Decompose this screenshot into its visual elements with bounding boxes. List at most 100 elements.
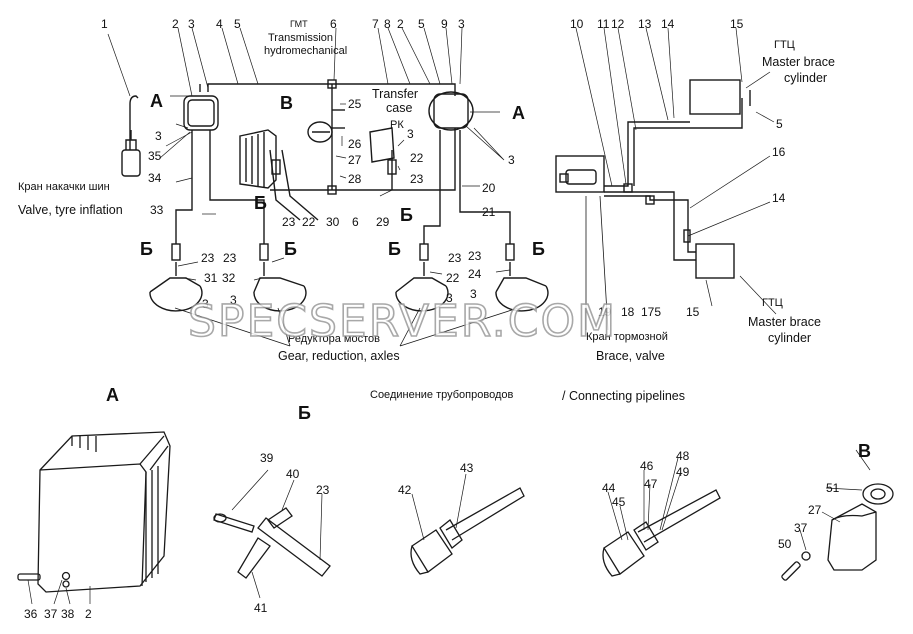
view-B-tube-23 <box>257 517 331 577</box>
brake-pipe-3 <box>604 195 696 253</box>
label-20: 20 <box>482 181 496 195</box>
label-37b: 37 <box>794 521 808 535</box>
view-A-bolt <box>17 573 41 581</box>
label-24: 24 <box>468 267 482 281</box>
label-36: 36 <box>24 607 38 621</box>
fitting-43-tube <box>445 487 525 541</box>
regulator-B <box>307 121 333 143</box>
label-40: 40 <box>286 467 300 481</box>
transfer-case-body <box>369 127 395 163</box>
label-42: 42 <box>398 483 412 497</box>
pipeline-right-down-1 <box>423 130 441 244</box>
brake-fitting-18 <box>645 195 655 205</box>
label-38: 38 <box>61 607 75 621</box>
label-43: 43 <box>460 461 474 475</box>
pipeline-right-down-2 <box>459 130 511 244</box>
label-45: 45 <box>612 495 626 509</box>
reducer-label-en: Gear, reduction, axles <box>278 349 400 363</box>
connecting-title-ru: Соединение трубопроводов <box>370 389 514 401</box>
label-29: 29 <box>376 215 390 229</box>
label-19: 19 <box>598 305 612 319</box>
label-3h: 3 <box>446 291 453 305</box>
pipeline-bottom-cross <box>270 128 456 191</box>
view-B-strap-41 <box>237 537 271 579</box>
master-top-2: cylinder <box>784 71 828 85</box>
master-bottom-1: Master brace <box>748 315 821 329</box>
leader-brake-valve <box>585 195 609 331</box>
view-V-gasket-51 <box>862 483 894 505</box>
label-21: 21 <box>482 205 496 219</box>
fitting-23-e <box>419 243 429 261</box>
label-31: 31 <box>204 271 218 285</box>
view-A-filter-body <box>37 431 171 593</box>
unit-A-left <box>183 95 219 131</box>
brake-valve-ru: Кран тормозной <box>586 331 668 343</box>
label-3: 3 <box>188 17 195 31</box>
label-3i: 3 <box>470 287 477 301</box>
fitting-23-d <box>259 243 269 261</box>
section-B-marker-2: Б <box>400 205 413 225</box>
watermark: SPECSERVER.COM <box>187 295 618 348</box>
label-48: 48 <box>676 449 690 463</box>
label-35: 35 <box>148 149 162 163</box>
fitting-23-c <box>171 243 181 261</box>
label-6-bottom: 6 <box>352 215 359 229</box>
brake-fitting-11 <box>623 183 633 193</box>
label-3b: 3 <box>458 17 465 31</box>
view-V-cap-27 <box>827 503 877 571</box>
section-B-marker-5: Б <box>388 239 401 259</box>
label-34: 34 <box>148 171 162 185</box>
section-B-marker-4: Б <box>284 239 297 259</box>
label-23f: 23 <box>468 249 482 263</box>
label-16: 16 <box>772 145 786 159</box>
label-30: 30 <box>326 215 340 229</box>
label-32: 32 <box>222 271 236 285</box>
label-50: 50 <box>778 537 792 551</box>
section-V-marker: В <box>280 93 293 113</box>
unit-A-right-ring <box>428 91 474 131</box>
label-23d: 23 <box>223 251 237 265</box>
tee-6-top <box>327 79 337 89</box>
label-27b: 27 <box>808 503 822 517</box>
fitting-23-a <box>271 159 281 175</box>
brake-fitting-14 <box>683 229 691 243</box>
label-1: 1 <box>101 17 108 31</box>
section-B-marker-6: Б <box>532 239 545 259</box>
label-28: 28 <box>348 172 362 186</box>
label-27: 27 <box>348 153 362 167</box>
gtc-label-top: ГТЦ <box>774 39 795 51</box>
label-7: 7 <box>372 17 379 31</box>
section-A-marker-left: А <box>150 91 163 111</box>
tyre-valve-body <box>121 149 141 177</box>
reducer-r2 <box>495 285 549 312</box>
label-2c: 2 <box>85 607 92 621</box>
rk-label: РК <box>390 119 404 131</box>
label-15a: 15 <box>730 17 744 31</box>
brake-pipe-1 <box>604 121 690 187</box>
label-18: 18 <box>621 305 635 319</box>
leader-reducers <box>174 307 519 347</box>
label-23c: 23 <box>201 251 215 265</box>
master-cylinder-bottom <box>695 243 735 279</box>
brake-pipe-2 <box>633 98 743 186</box>
label-23b: 23 <box>282 215 296 229</box>
tee-6-bottom <box>327 185 337 195</box>
brake-pipe-4 <box>604 191 696 261</box>
label-23g: 23 <box>316 483 330 497</box>
transmission-body <box>239 129 277 189</box>
label-23a: 23 <box>410 172 424 186</box>
reducer-l1 <box>149 285 203 312</box>
master-bottom-2: cylinder <box>768 331 812 345</box>
connecting-title-en: / Connecting pipelines <box>562 389 685 403</box>
label-8: 8 <box>384 17 391 31</box>
view-V-title: В <box>858 441 871 461</box>
fitting-23-f <box>505 243 515 261</box>
label-14b: 14 <box>772 191 786 205</box>
label-3e: 3 <box>508 153 515 167</box>
label-22a: 22 <box>410 151 424 165</box>
view-B-clamp-40 <box>267 507 293 529</box>
label-13: 13 <box>638 17 652 31</box>
label-14a: 14 <box>661 17 675 31</box>
label-2: 2 <box>172 17 179 31</box>
